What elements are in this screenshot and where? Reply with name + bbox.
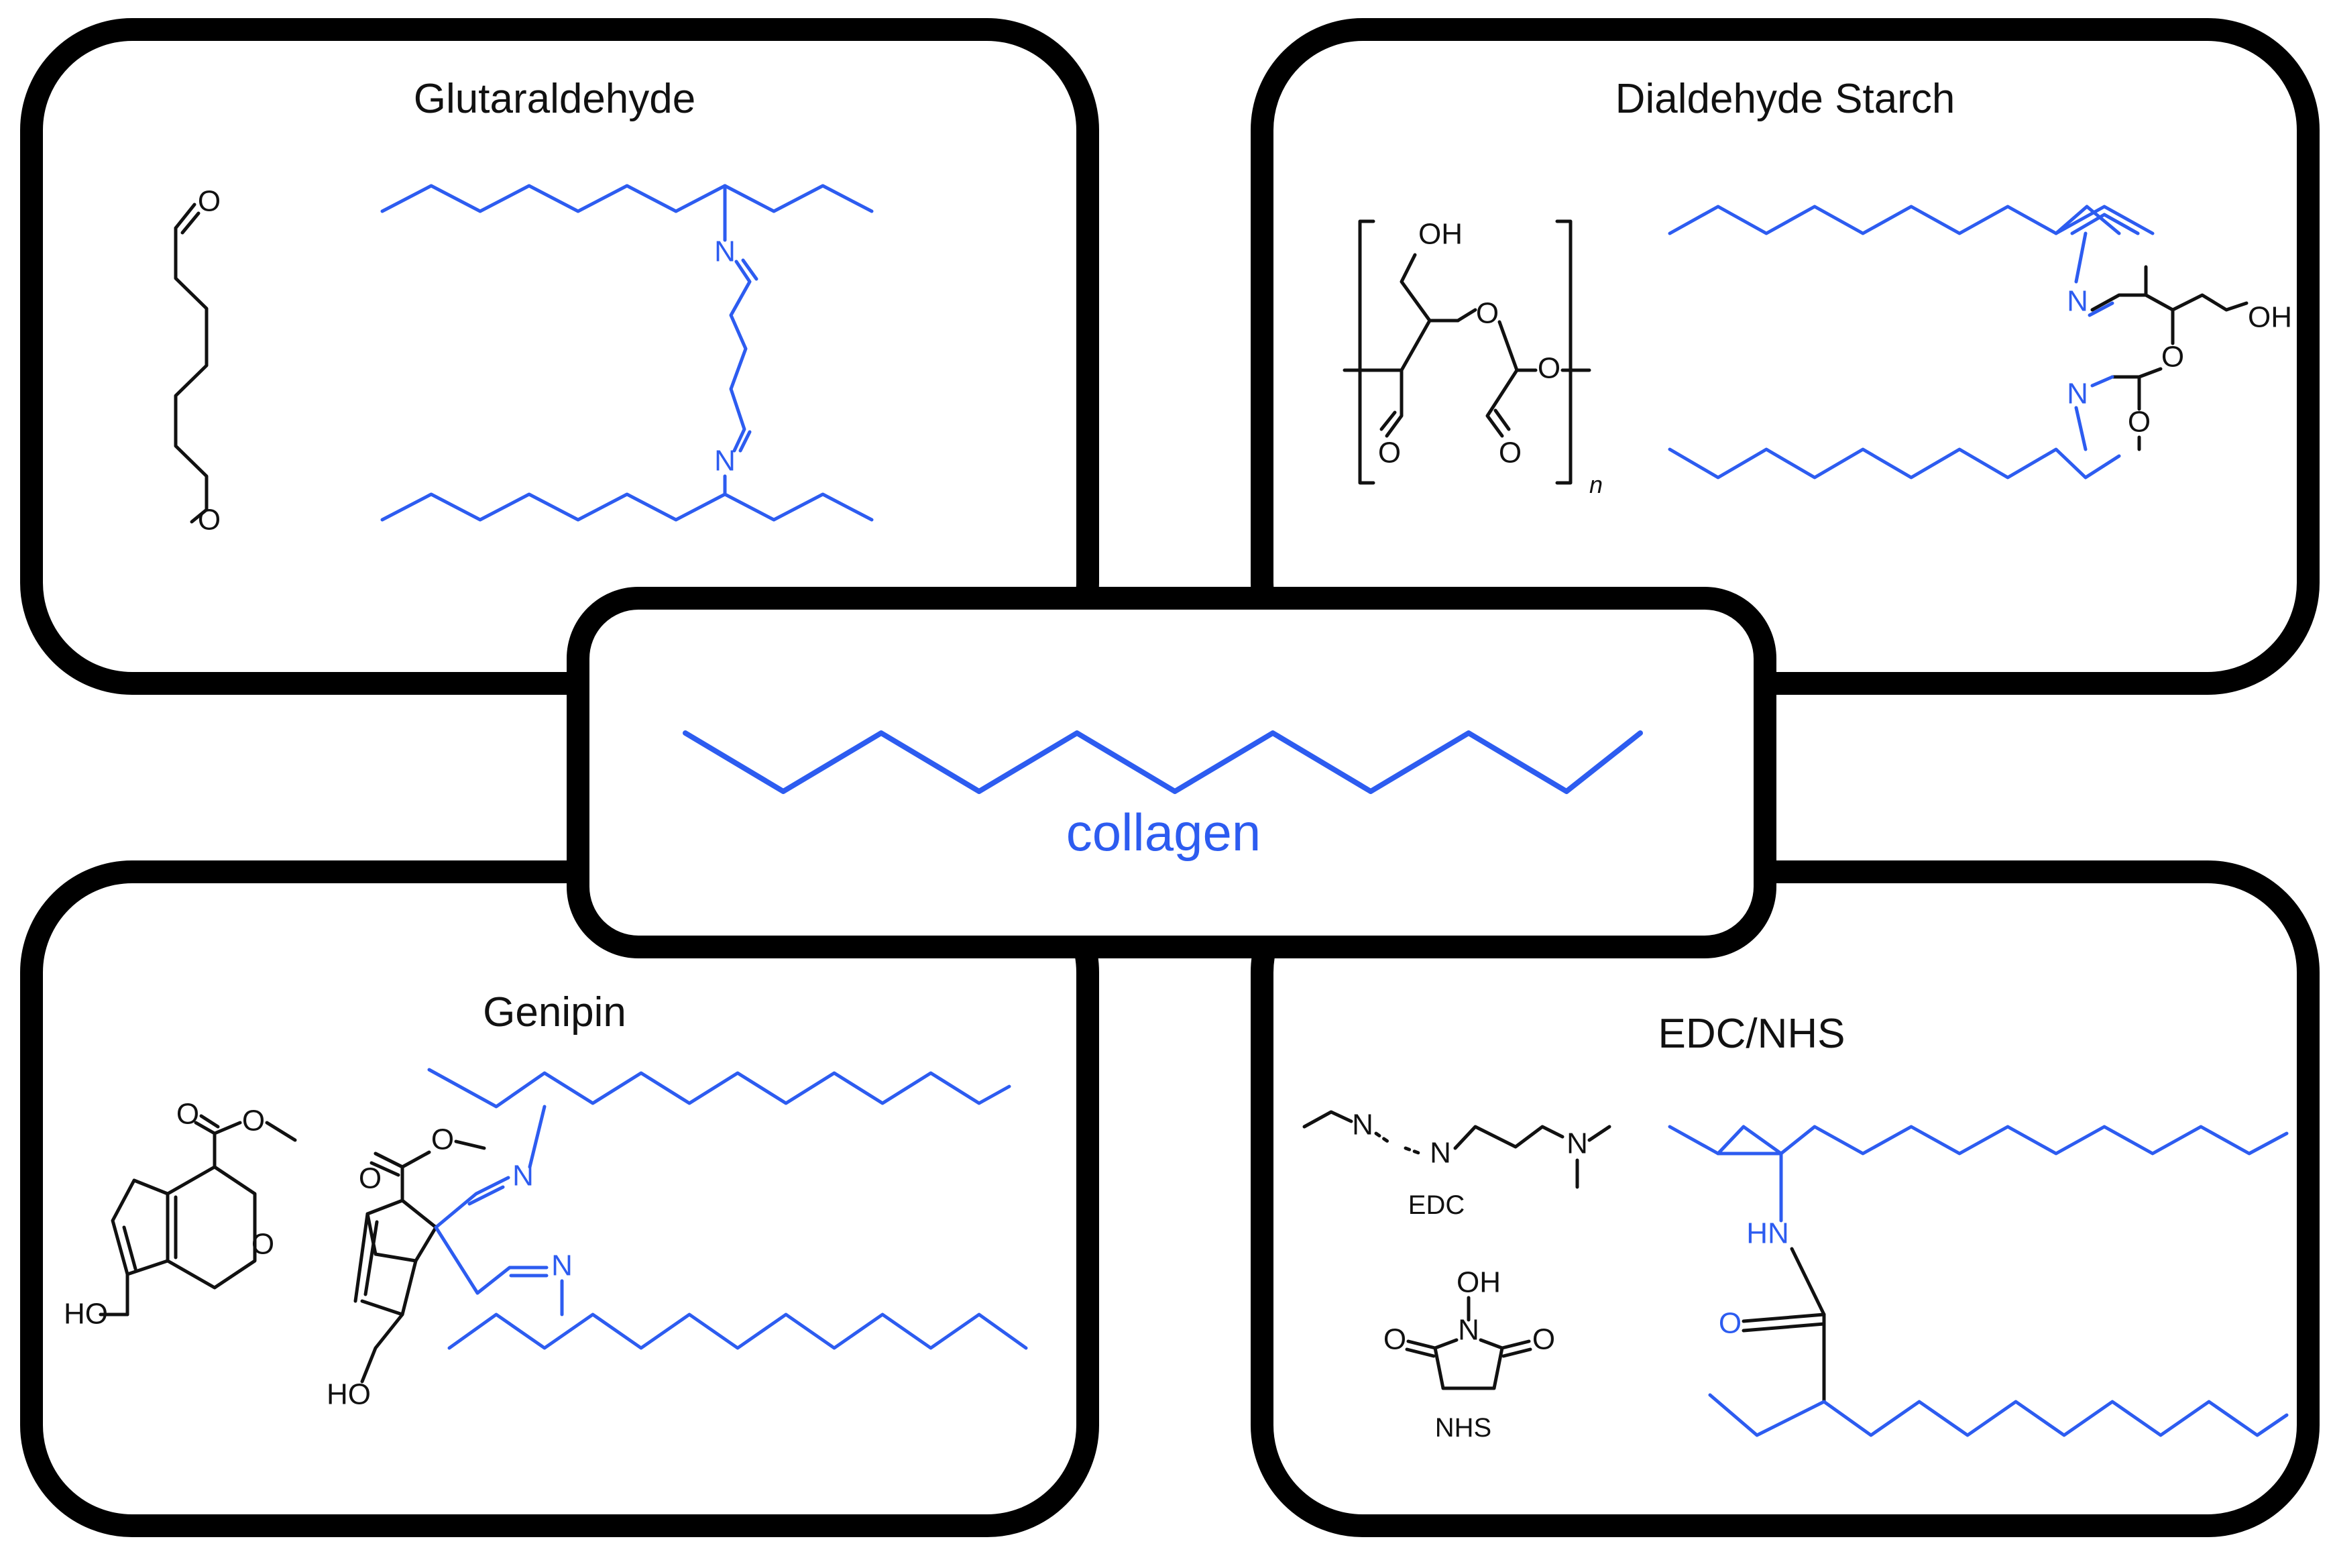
starch-nitrogen-top: N [2067,285,2088,318]
title-dialdehyde-starch: Dialdehyde Starch [1615,76,1955,122]
panel-collagen [567,587,1776,958]
glut-oxygen-top: O [198,185,221,218]
starch-bridge-oxygen: O [1538,352,1560,385]
genipin-hydroxyl: HO [64,1298,108,1331]
edc-nitrogen-1: N [1352,1109,1373,1141]
glut-oxygen-bottom: O [198,504,221,537]
starch-crosslink-oxygen: O [2128,406,2151,439]
nhs-nitrogen: N [1458,1314,1479,1347]
genipin-ester-oxygen: O [242,1105,265,1137]
panel-edc-nhs [1251,860,2320,1537]
dialdehyde-starch-crosslink: N N OH O O [1668,205,2292,480]
genipin-carbonyl-oxygen: O [176,1098,199,1131]
edc-amide-oxygen: O [1719,1307,1742,1340]
title-edc-nhs: EDC/NHS [1658,1011,1845,1057]
collagen-label: collagen [1066,803,1261,862]
edc-nitrogen-2: N [1430,1137,1451,1170]
starch-crosslink-ether-oxygen: O [2161,341,2184,374]
title-genipin: Genipin [483,989,626,1035]
nhs-molecule: OH N O O NHS [1383,1266,1555,1443]
starch-hydroxyl: OH [1418,218,1463,251]
panel-glutaraldehyde [20,18,1099,695]
glut-nitrogen-top: N [714,235,736,268]
nhs-oxygen-left: O [1383,1323,1406,1356]
genipin-ring-oxygen: O [251,1228,274,1261]
panel-dialdehyde-starch [1251,18,2320,695]
starch-aldehyde-oxygen-2: O [1499,437,1522,469]
dialdehyde-starch-monomer: n OH O O O O [1343,218,1603,498]
edc-molecule: N N N EDC [1302,1109,1611,1220]
edc-nhs-crosslink: HN O [1668,1125,2289,1437]
genipin-crosslink-carbonyl-oxygen: O [359,1162,382,1195]
edc-nitrogen-3: N [1567,1127,1588,1160]
starch-crosslink-hydroxyl: OH [2248,301,2292,334]
edc-label: EDC [1408,1190,1465,1220]
starch-subscript-n: n [1589,471,1603,498]
nhs-hydroxyl: OH [1457,1266,1501,1299]
genipin-crosslink-hydroxyl: HO [327,1378,371,1411]
edc-amide-nitrogen: HN [1746,1217,1789,1250]
genipin-nitrogen-top: N [512,1160,534,1192]
panel-genipin [20,860,1099,1537]
genipin-nitrogen-bottom: N [551,1249,573,1282]
starch-ring-oxygen: O [1476,297,1499,330]
collagen-chain [683,730,1643,794]
starch-aldehyde-oxygen-1: O [1378,437,1401,469]
title-glutaraldehyde: Glutaraldehyde [414,76,696,122]
nhs-label: NHS [1435,1413,1491,1443]
genipin-crosslink-ester-oxygen: O [431,1123,454,1156]
glutaraldehyde-crosslink: N N [380,184,874,522]
nhs-oxygen-right: O [1532,1323,1555,1356]
starch-nitrogen-bottom: N [2067,378,2088,410]
genipin-molecule: HO O O O [64,1098,297,1331]
glutaraldehyde-molecule: O O [174,185,221,537]
genipin-crosslink: N N O O HO [327,1068,1028,1411]
glut-nitrogen-bottom: N [714,445,736,478]
